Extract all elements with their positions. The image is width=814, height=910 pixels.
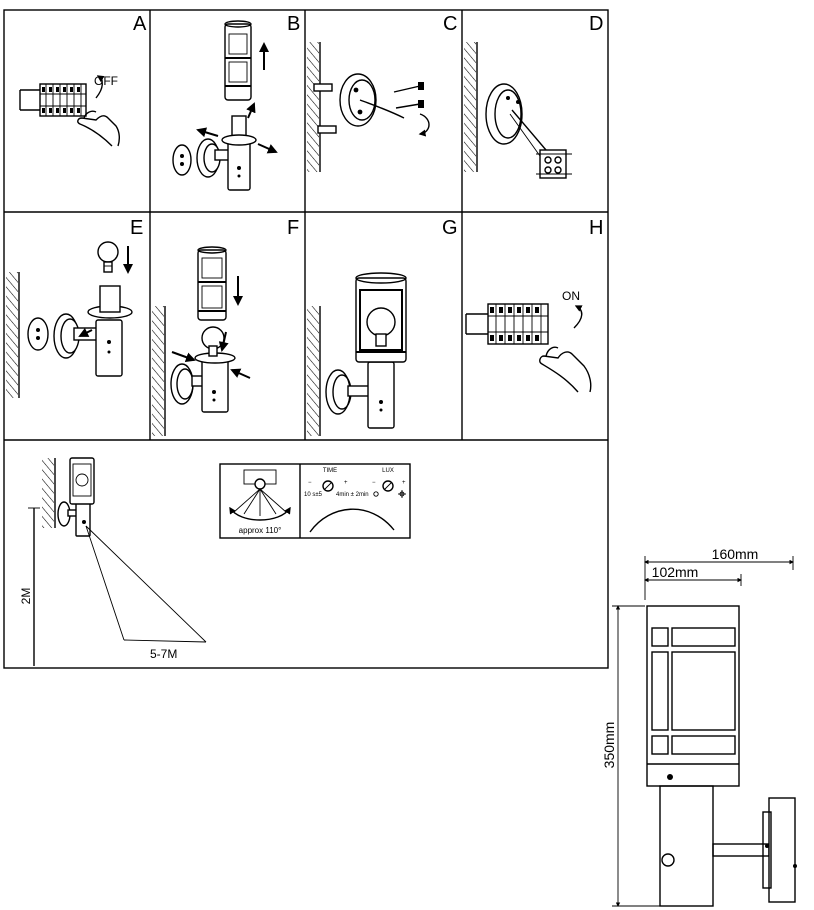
arrow-screw-top-icon: [218, 331, 229, 352]
arrow-screw-right-icon: [257, 143, 278, 154]
screw-icon: [313, 82, 424, 134]
sensor-settings-box: approx 110° TIME LUX − + − + 10 s±5 4min…: [219, 463, 411, 539]
time-minus-label: −: [308, 480, 312, 486]
rotate-arrow-icon: [418, 113, 430, 137]
arrow-screw-icon: [78, 327, 93, 337]
lux-dial-icon: [382, 480, 394, 492]
arrow-screw-left-icon: [196, 127, 219, 138]
wall-icon: [307, 306, 319, 436]
panel-label-a: A: [133, 13, 147, 35]
panel-b-disassemble: [172, 20, 278, 191]
lamp-mounted-icon: [57, 457, 95, 537]
height-label: 350mm: [601, 722, 617, 769]
time-plus-label: +: [344, 480, 348, 486]
panel-c-mount-base: [307, 42, 430, 172]
detection-angle-icon: [229, 469, 291, 521]
panel-label-g: G: [442, 217, 458, 239]
panel-f-reassemble: [152, 246, 251, 436]
panel-d-wiring: [464, 42, 572, 179]
mounting-plate-icon: [339, 73, 377, 127]
time-label: TIME: [323, 468, 337, 474]
panel-a-switch-off: OFF: [19, 74, 121, 147]
wall-icon: [464, 42, 476, 172]
mounting-plate-icon: [485, 83, 523, 145]
lux-minus-label: −: [372, 480, 376, 486]
on-label: ON: [562, 289, 580, 303]
sun-icon: [398, 490, 406, 498]
bulb-icon: [97, 241, 119, 273]
wall-icon: [307, 42, 319, 172]
dimension-drawing: 160mm 102mm 350mm: [601, 546, 797, 907]
panel-g-assembled: [307, 272, 407, 436]
wall-icon: [6, 272, 18, 398]
depth-dimension-lines: [644, 556, 794, 600]
off-label: OFF: [94, 74, 118, 88]
panel-label-h: H: [589, 217, 603, 239]
panel-label-b: B: [287, 13, 300, 35]
detection-zone-icon: [85, 525, 207, 643]
fuse-box-icon: [19, 83, 87, 117]
panel-label-d: D: [589, 13, 603, 35]
panel-h-switch-on: ON: [465, 289, 592, 393]
depth-body-label: 102mm: [652, 564, 699, 580]
lamp-shade-icon: [224, 20, 252, 101]
lamp-body-icon: [27, 285, 133, 377]
lamp-front-view-icon: [646, 605, 797, 907]
arrow-screw-left-icon: [171, 351, 196, 362]
terminal-block-icon: [536, 149, 572, 179]
detection-angle-label: approx 110°: [239, 526, 282, 535]
hand-icon: [539, 346, 592, 393]
lamp-shade-icon: [197, 246, 227, 321]
time-min-label: 10 s±5: [304, 492, 323, 498]
detection-range-label: 5-7M: [150, 647, 177, 661]
rotate-arrow-icon: [573, 305, 583, 329]
instruction-grid: [3, 9, 609, 669]
arrow-screw-right-icon: [230, 368, 251, 379]
time-dial-icon: [322, 480, 334, 492]
arrow-screw-top-icon: [246, 102, 256, 119]
lamp-body-icon: [172, 115, 257, 191]
mount-height-label: 2M: [19, 588, 33, 605]
panel-e-insert-bulb: [6, 241, 133, 398]
hand-icon: [77, 110, 121, 147]
height-dimension-lines: [612, 605, 660, 907]
moon-icon: [373, 491, 379, 497]
depth-total-label: 160mm: [712, 546, 759, 562]
sensor-panel: 2M 5-7M approx 110° TIME LUX: [19, 457, 411, 666]
wall-icon: [152, 306, 164, 436]
detection-arc-icon: [309, 508, 395, 533]
rotate-arrow-icon: [95, 75, 105, 99]
wall-icon: [42, 458, 54, 528]
panel-label-f: F: [287, 217, 299, 239]
time-max-label: 4min ± 2min: [336, 492, 369, 498]
panel-label-e: E: [130, 217, 143, 239]
fuse-box-icon: [465, 303, 549, 345]
lamp-body-icon: [170, 326, 236, 413]
lamp-assembled-icon: [325, 272, 407, 429]
lux-plus-label: +: [402, 480, 406, 486]
panel-label-c: C: [443, 13, 457, 35]
lux-label: LUX: [382, 468, 394, 474]
height-dimension-icon: [28, 507, 40, 666]
